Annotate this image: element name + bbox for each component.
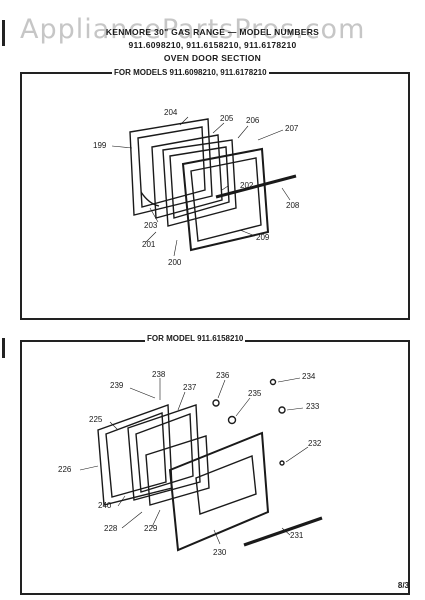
page-number: 8/3 (397, 581, 409, 590)
label-232: 232 (308, 439, 322, 448)
header-line-1: KENMORE 30" GAS RANGE — MODEL NUMBERS (105, 27, 320, 37)
label-202: 202 (240, 181, 254, 190)
watermark: AppliancePartsPros.com (20, 14, 366, 45)
label-226: 226 (58, 465, 72, 474)
label-236: 236 (216, 371, 230, 380)
label-209: 209 (256, 233, 270, 242)
label-234: 234 (302, 372, 316, 381)
label-200: 200 (168, 258, 182, 267)
label-208: 208 (286, 201, 300, 210)
label-205: 205 (220, 114, 234, 123)
header-line-2: 911.6098210, 911.6158210, 911.6178210 (128, 40, 297, 50)
label-239: 239 (110, 381, 124, 390)
label-233: 233 (306, 402, 320, 411)
label-229: 229 (144, 524, 158, 533)
part-208-handle (215, 174, 297, 199)
label-201: 201 (142, 240, 156, 249)
part-231-handle (243, 516, 323, 547)
label-237: 237 (183, 383, 197, 392)
label-231: 231 (290, 531, 304, 540)
top-panel-title: FOR MODELS 911.6098210, 911.6178210 (112, 68, 269, 77)
part-230-outer-door (168, 431, 270, 552)
scan-edge-mark (2, 338, 5, 358)
part-206-panel (162, 139, 237, 227)
label-240: 240 (98, 501, 112, 510)
label-204: 204 (164, 108, 178, 117)
label-238: 238 (152, 370, 166, 379)
header-line-3: OVEN DOOR SECTION (163, 53, 262, 63)
label-235: 235 (248, 389, 262, 398)
label-206: 206 (246, 116, 260, 125)
label-228: 228 (104, 524, 118, 533)
part-209-outer-door (181, 147, 270, 252)
part-237-panel (127, 404, 201, 501)
part-229-window (145, 435, 210, 506)
part-205-glass (151, 134, 223, 219)
scan-edge-mark (2, 20, 5, 46)
label-225: 225 (89, 415, 103, 424)
label-199: 199 (93, 141, 107, 150)
bottom-panel-title: FOR MODEL 911.6158210 (145, 334, 246, 343)
label-203: 203 (144, 221, 158, 230)
label-230: 230 (213, 548, 227, 557)
label-207: 207 (285, 124, 299, 133)
part-203-seal (140, 191, 160, 207)
